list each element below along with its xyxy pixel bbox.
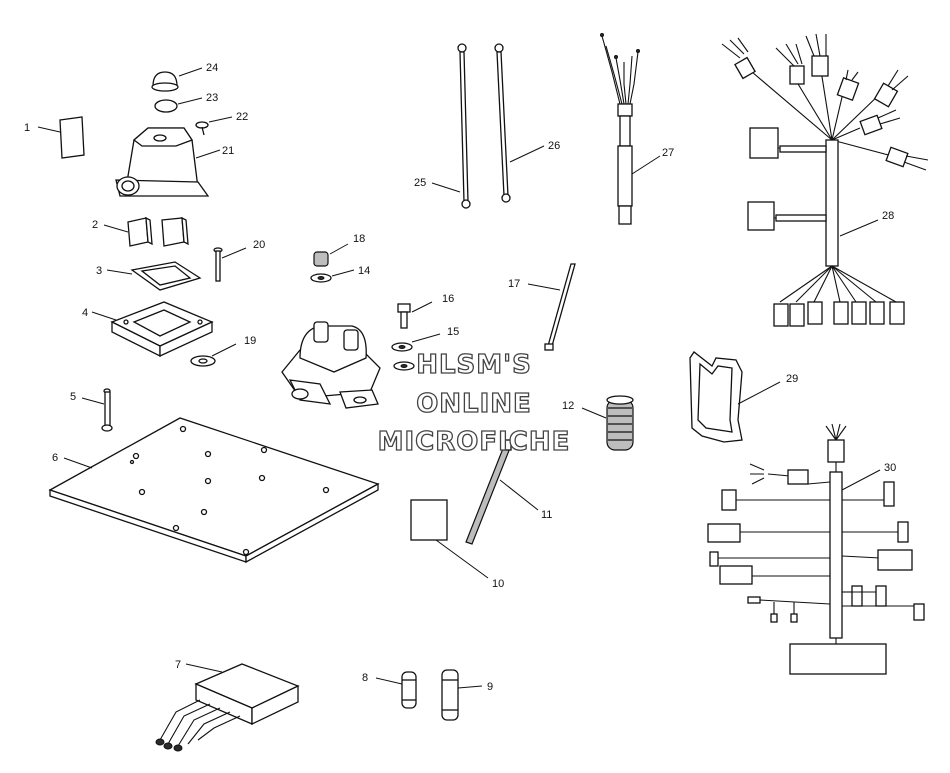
watermark-line-1: HLSM'S — [416, 350, 532, 380]
harness-28-connector-2 — [775, 43, 805, 85]
callout-2: 2 — [92, 219, 98, 231]
callout-17: 17 — [508, 278, 520, 290]
part-23-gasket — [154, 97, 203, 113]
watermark: HLSM'S ONLINE MICROFICHE — [377, 349, 571, 457]
harness-28-connector-5 — [873, 69, 909, 108]
part-7-module — [155, 663, 300, 752]
part-24-cap — [151, 67, 203, 92]
part-28-main-harness — [721, 33, 929, 327]
callout-27: 27 — [662, 147, 674, 159]
part-16-bolt — [397, 301, 433, 329]
part-13-solenoid — [281, 321, 381, 409]
callouts: 1 2 3 4 5 6 7 8 9 10 11 12 14 15 16 17 1… — [24, 62, 896, 693]
watermark-line-3: MICROFICHE — [378, 427, 571, 457]
part-27-harness — [600, 33, 661, 225]
part-18-nut — [313, 243, 349, 267]
callout-4: 4 — [82, 307, 88, 319]
part-2-blocks — [103, 216, 189, 247]
callout-21: 21 — [222, 145, 234, 157]
part-9-fuse — [441, 669, 483, 721]
part-20-bolt — [213, 247, 247, 282]
callout-25: 25 — [414, 177, 426, 189]
part-4-plate — [91, 301, 214, 358]
callout-12: 12 — [562, 400, 574, 412]
callout-22: 22 — [236, 111, 248, 123]
callout-29: 29 — [786, 373, 798, 385]
callout-3: 3 — [96, 265, 102, 277]
part-30-harness — [707, 423, 925, 675]
callout-14: 14 — [358, 265, 370, 277]
part-15-washers — [391, 333, 441, 371]
part-8-fuse — [375, 671, 417, 709]
harness-28-connector-6 — [859, 109, 901, 136]
part-10-label — [410, 499, 489, 579]
callout-19: 19 — [244, 335, 256, 347]
part-22-screw — [195, 116, 233, 136]
callout-15: 15 — [447, 326, 459, 338]
part-21-housing — [115, 127, 221, 197]
callout-16: 16 — [442, 293, 454, 305]
part-5-bolt — [81, 388, 113, 432]
harness-28-connector-3 — [805, 33, 829, 77]
callout-7: 7 — [175, 659, 181, 671]
callout-28: 28 — [882, 210, 894, 222]
part-12-spiral-wrap — [581, 395, 634, 451]
callout-20: 20 — [253, 239, 265, 251]
callout-8: 8 — [362, 672, 368, 684]
part-1-label — [37, 116, 85, 159]
part-11-tie-strap — [465, 439, 539, 545]
callout-18: 18 — [353, 233, 365, 245]
callout-10: 10 — [492, 578, 504, 590]
harness-28-connector-4 — [836, 69, 860, 102]
callout-11: 11 — [541, 509, 552, 521]
callout-23: 23 — [206, 92, 218, 104]
callout-1: 1 — [24, 122, 30, 134]
callout-5: 5 — [70, 391, 76, 403]
callout-9: 9 — [487, 681, 493, 693]
part-6-mounting-plate — [48, 417, 380, 564]
part-26-rod — [494, 43, 545, 203]
harness-28-connector-1 — [721, 37, 756, 80]
callout-24: 24 — [206, 62, 218, 74]
part-14-washer — [310, 269, 355, 283]
callout-6: 6 — [52, 452, 58, 464]
part-17-cable-tie — [527, 263, 576, 351]
part-3-gasket — [106, 261, 202, 291]
watermark-line-2: ONLINE — [416, 389, 532, 419]
part-29-bracket — [689, 351, 781, 443]
callout-30: 30 — [884, 462, 896, 474]
callout-26: 26 — [548, 140, 560, 152]
part-25-rod — [431, 43, 471, 209]
part-19-washer — [190, 343, 237, 367]
harness-28-connector-7 — [885, 146, 929, 171]
